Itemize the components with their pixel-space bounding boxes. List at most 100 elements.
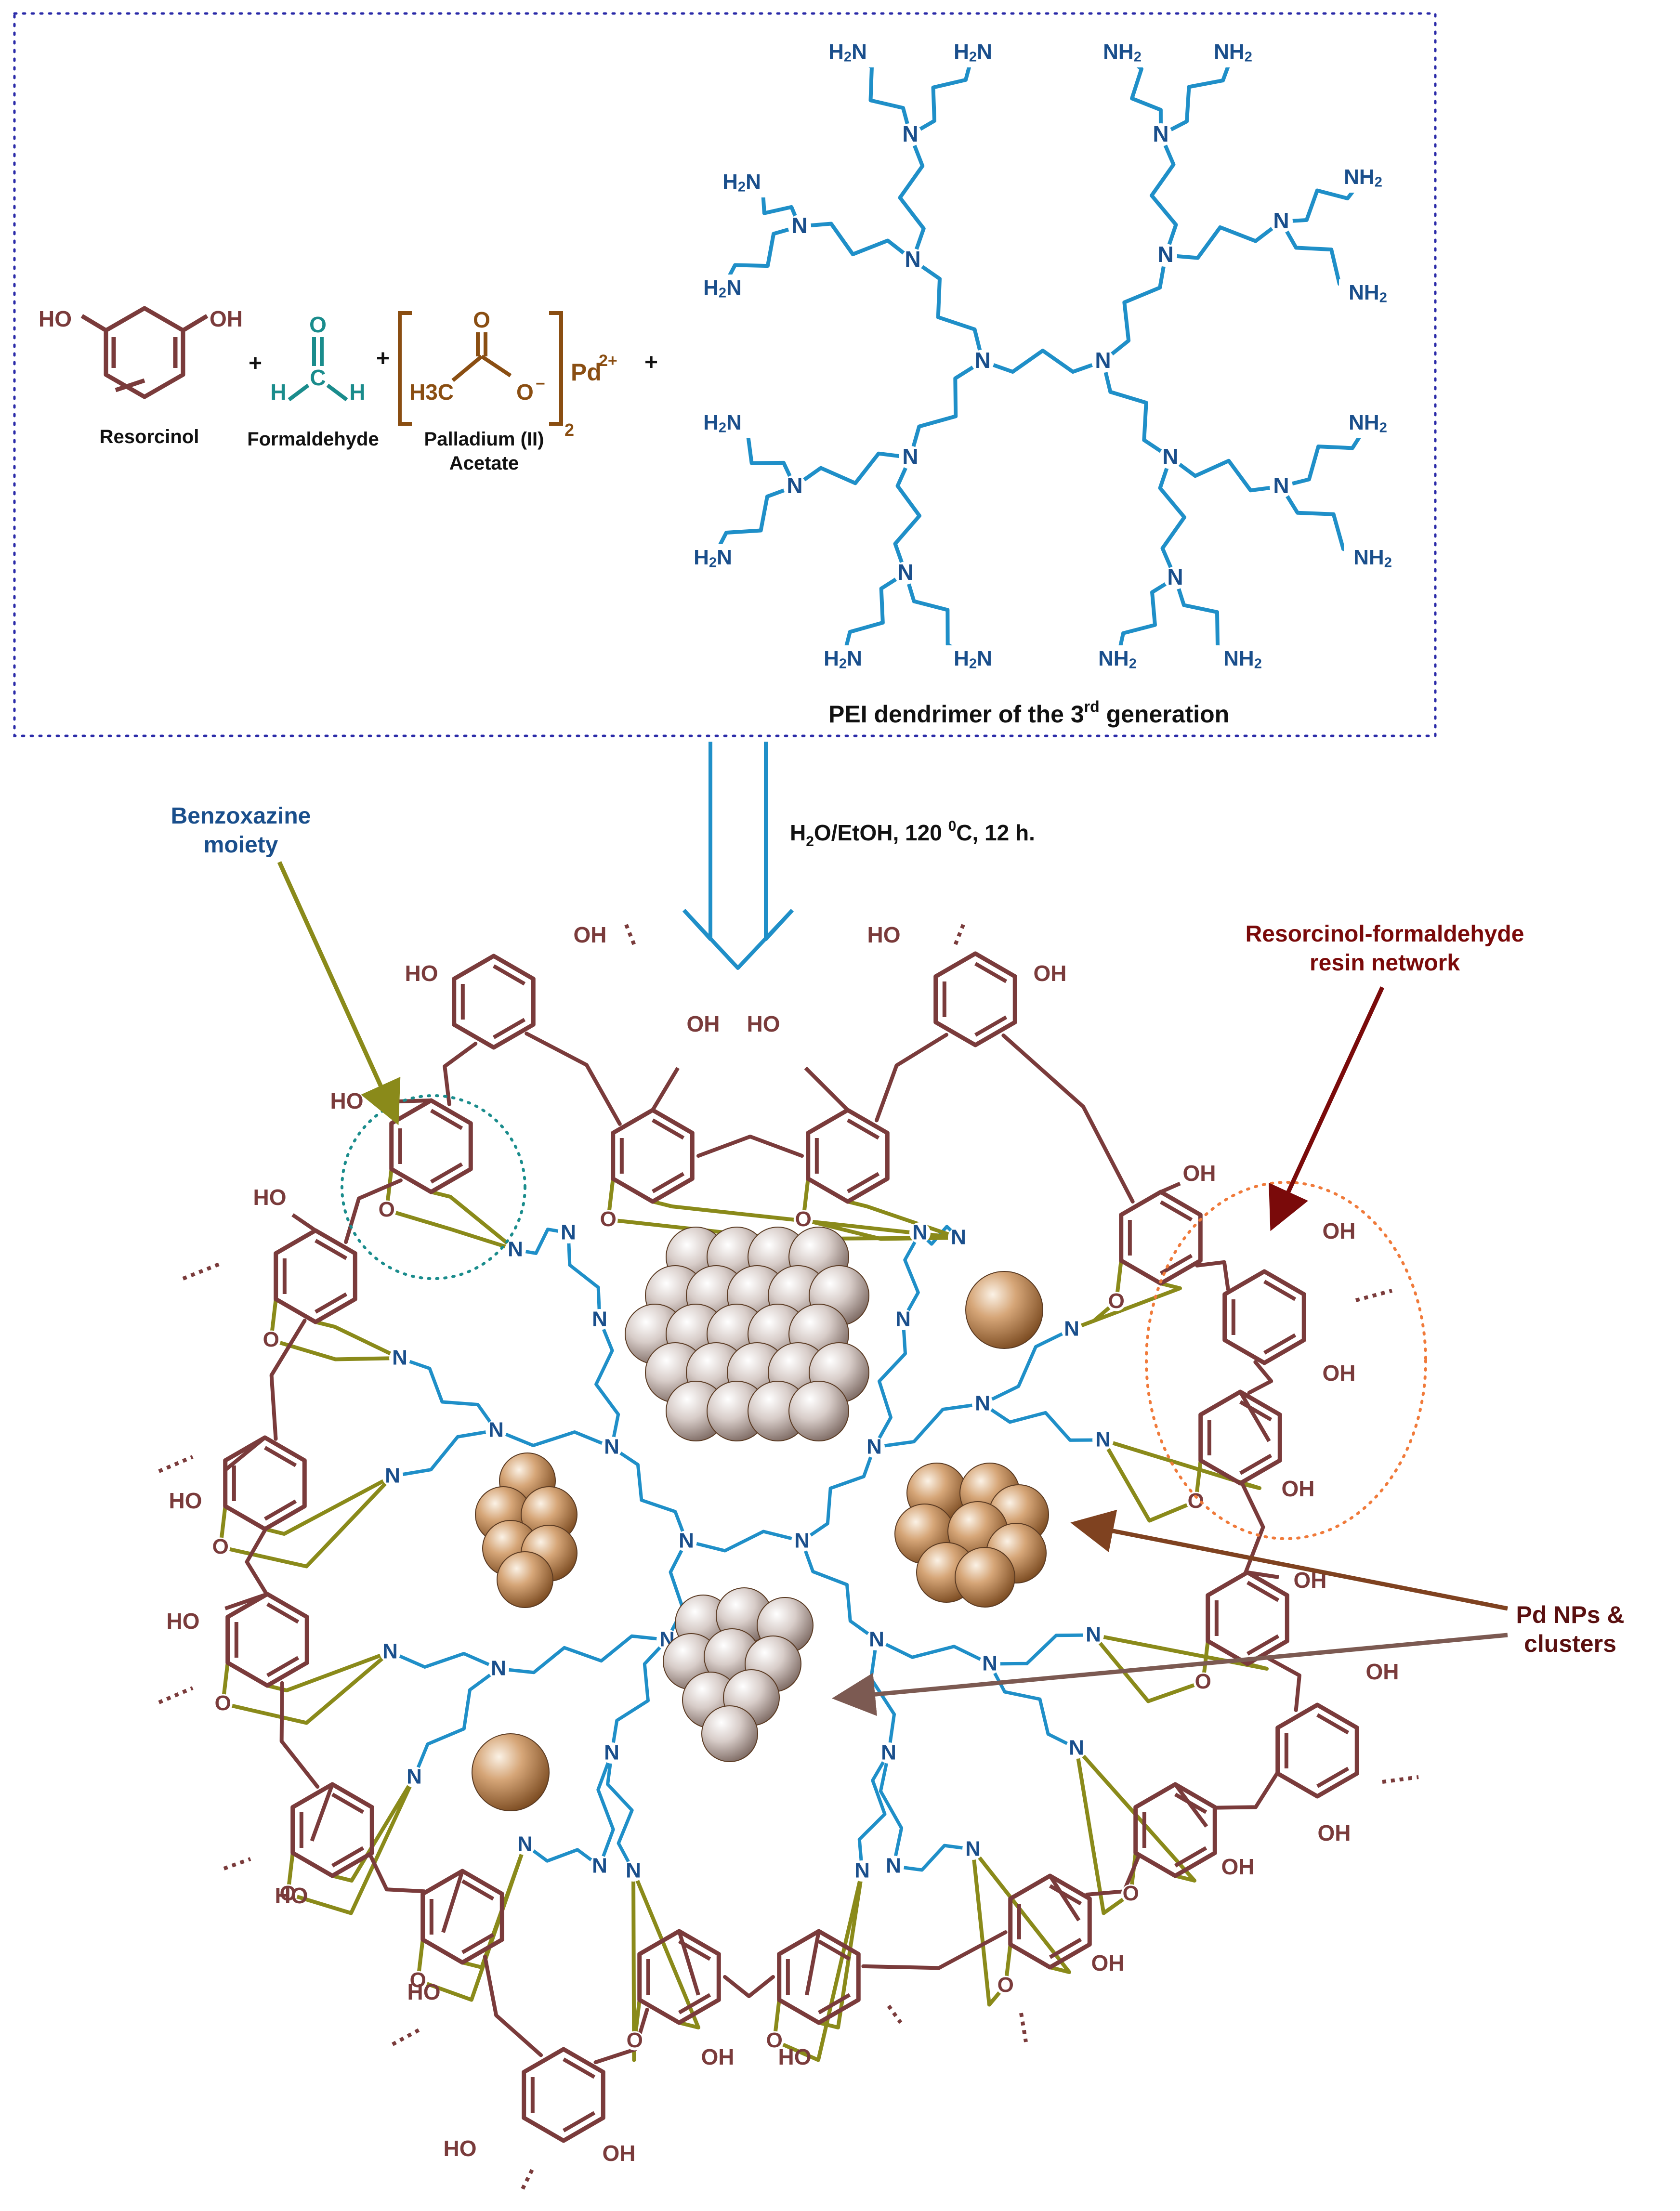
n-atom-bg xyxy=(852,1860,873,1882)
o-atom-label: O xyxy=(1195,1670,1211,1693)
o-atom-label: O xyxy=(1123,1882,1139,1905)
n-atom-bg xyxy=(1066,1738,1087,1759)
pei-bond xyxy=(901,1231,922,1321)
terminal-amine-label: H2N xyxy=(694,546,732,571)
double-bond xyxy=(1246,1634,1280,1656)
n-atom-label: N xyxy=(1273,473,1289,498)
pei-bond xyxy=(841,571,907,662)
double-bond xyxy=(314,1239,348,1260)
double-bond xyxy=(817,1939,851,1961)
pd-arrow-lower xyxy=(832,1633,1508,1716)
o-atom-label: O xyxy=(1108,1289,1125,1313)
o-atom-bg xyxy=(408,1971,428,1990)
double-bond xyxy=(1159,1254,1193,1275)
amine-bg xyxy=(713,169,771,197)
n-atom-bg xyxy=(894,562,917,585)
resorcinol-structure xyxy=(80,306,209,399)
methylene-bridge xyxy=(861,1930,1008,1970)
double-bond xyxy=(314,1292,348,1314)
pd-cluster-sphere xyxy=(788,1381,849,1441)
pei-bond xyxy=(1101,253,1168,363)
double-bond xyxy=(1239,1400,1273,1422)
methylene-bridge xyxy=(875,1033,948,1123)
formaldehyde-o: O xyxy=(309,312,327,337)
o-atom-label: O xyxy=(998,1973,1014,1997)
n-atom-bg xyxy=(791,1531,813,1552)
n-atom-label: N xyxy=(592,1854,607,1878)
oh-bond xyxy=(651,1067,680,1112)
pei-bond xyxy=(412,1667,500,1779)
n-atom-bg xyxy=(505,1239,526,1260)
pei-bond xyxy=(494,1428,614,1449)
oxazine-ring xyxy=(971,1847,1071,2007)
methylene-bridge xyxy=(245,1527,269,1596)
n-atom-bg xyxy=(971,350,994,373)
pei-bond xyxy=(981,1327,1074,1406)
pei-bond xyxy=(911,258,984,363)
amine-bg xyxy=(1214,645,1272,674)
pei-bond xyxy=(391,1428,498,1478)
hydroxyl-label: HO xyxy=(405,961,438,986)
hydroxyl-label: HO xyxy=(778,2044,812,2069)
n-atom-label: N xyxy=(951,1226,966,1249)
o-atom-bg xyxy=(1193,1672,1213,1692)
double-bond xyxy=(562,2111,596,2133)
palladium-acetate-structure xyxy=(398,311,563,426)
hydroxyl-label: HO xyxy=(169,1488,202,1513)
n-atom-bg xyxy=(1154,244,1177,267)
hydroxyl-label: OH xyxy=(701,2044,735,2069)
n-atom-label: N xyxy=(392,1346,407,1370)
terminal-amine-label: NH2 xyxy=(1344,165,1382,190)
pei-bond xyxy=(1164,220,1283,260)
oxazine-ring xyxy=(416,1843,527,2002)
hydroxyl-label: OH xyxy=(1318,1820,1351,1845)
o-atom-bg xyxy=(213,1694,233,1714)
n-atom-bg xyxy=(1061,1319,1082,1340)
n-atom-bg xyxy=(601,1437,622,1458)
methylene-bridge xyxy=(1001,1033,1135,1204)
resorcinol-oh-right: OH xyxy=(210,306,243,331)
double-bond xyxy=(430,1162,463,1184)
n-atom-label: N xyxy=(974,348,990,373)
double-bond xyxy=(1049,1884,1082,1906)
pei-bond xyxy=(1101,359,1172,459)
formaldehyde-name: Formaldehyde xyxy=(247,429,379,450)
n-atom-bg xyxy=(892,1309,914,1330)
palladium-acetate-name-2: Acetate xyxy=(449,453,519,474)
pei-bond xyxy=(684,1530,804,1553)
hydroxyl-label: OH xyxy=(1183,1161,1216,1186)
hydroxyl-label: OH xyxy=(1282,1476,1315,1501)
n-atom-bg xyxy=(864,1437,885,1458)
double-bond xyxy=(266,1656,300,1677)
o-atom-label: O xyxy=(379,1198,395,1221)
n-atom-bg xyxy=(979,1653,1000,1675)
o-atom-label: O xyxy=(212,1535,229,1558)
double-bond xyxy=(1174,1846,1208,1868)
n-atom-label: N xyxy=(517,1832,533,1856)
double-bond xyxy=(1316,1713,1350,1735)
formaldehyde-structure xyxy=(288,337,348,402)
amine-bg xyxy=(694,275,751,303)
n-atom-label: N xyxy=(905,247,920,272)
benzoxazine-highlight xyxy=(341,1094,526,1280)
hydroxyl-label: OH xyxy=(1323,1361,1356,1386)
formaldehyde-c: C xyxy=(310,365,326,390)
pei-bond xyxy=(800,1445,876,1543)
o-atom-bg xyxy=(1106,1292,1126,1311)
methylene-bridge xyxy=(723,1975,775,1998)
double-bond xyxy=(1263,1280,1297,1301)
double-bond xyxy=(651,1172,685,1193)
n-atom-bg xyxy=(909,1222,931,1243)
pei-bond xyxy=(898,133,926,262)
oh-bond xyxy=(1238,1390,1271,1442)
double-bond xyxy=(817,1993,851,2015)
terminal-amine-label: H2N xyxy=(703,276,742,301)
reaction-arrow xyxy=(682,742,794,970)
chain-continuation xyxy=(887,2004,903,2024)
amine-bg xyxy=(1344,544,1402,573)
pei-bond xyxy=(872,1318,907,1449)
pd-np-sphere xyxy=(955,1547,1015,1608)
o-atom-label: O xyxy=(795,1207,812,1231)
methylene-bridge xyxy=(1267,1657,1301,1712)
